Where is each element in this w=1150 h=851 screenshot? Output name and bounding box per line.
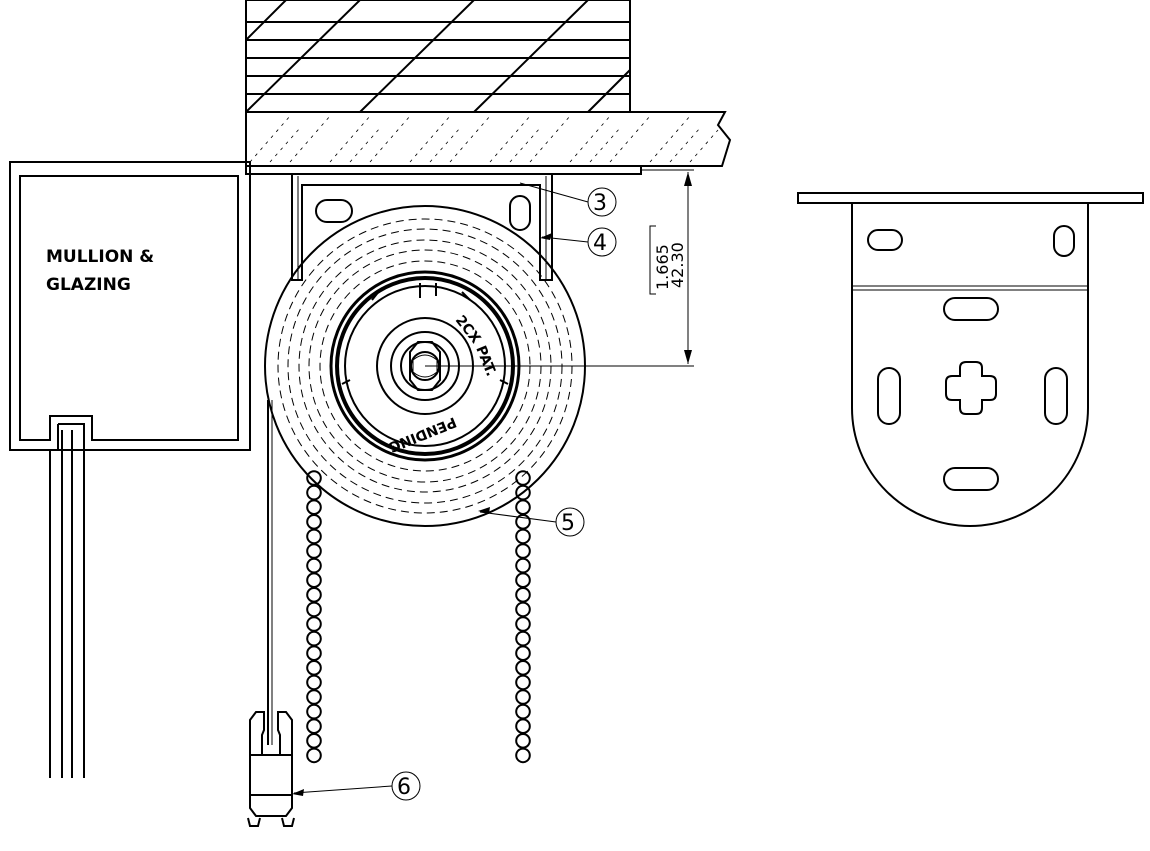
front-view-bracket — [797, 192, 1144, 527]
chain-bead — [515, 587, 531, 603]
mullion-frame — [9, 161, 251, 778]
chain-bead — [306, 674, 322, 691]
chain-bead — [515, 543, 531, 559]
lintel-brick-section — [245, 0, 631, 113]
chain-bead — [515, 718, 531, 735]
chain-bead — [306, 557, 322, 574]
chain-bead — [306, 718, 322, 735]
chain-bead — [306, 689, 322, 705]
chain-bead — [515, 689, 531, 705]
chain-bead — [515, 630, 531, 647]
callout-6: 6 — [292, 771, 421, 801]
side-bracket — [291, 174, 553, 281]
ceiling-plate — [245, 165, 642, 175]
chain-bead — [515, 747, 531, 764]
chain-bead — [306, 514, 322, 530]
chain-bead — [306, 630, 322, 647]
callout-4-number: 4 — [593, 231, 607, 256]
chain-bead — [306, 572, 322, 589]
callout-5-number: 5 — [561, 511, 575, 536]
chain-bead — [306, 660, 322, 676]
chain-bead — [515, 514, 531, 530]
chain-bead — [306, 733, 322, 749]
chain-bead — [515, 557, 531, 574]
roll-text-patent-a: PAT. — [472, 344, 499, 379]
chain-bead — [515, 601, 531, 618]
chain-bead — [306, 616, 322, 632]
callout-3-number: 3 — [593, 191, 607, 216]
chain-bead — [306, 645, 322, 662]
chain-bead — [515, 703, 531, 720]
chain-bead — [515, 616, 531, 632]
chain-bead — [306, 484, 322, 501]
chain-bead — [515, 660, 531, 676]
callout-5: 5 — [478, 507, 585, 537]
roll-text-patent-b: PENDING — [386, 413, 458, 455]
height-dimension — [641, 169, 694, 364]
chain-bead — [306, 703, 322, 720]
callout-3: 3 — [519, 182, 617, 217]
chain-bead — [306, 543, 322, 559]
chain-bead — [515, 499, 531, 516]
chain-bead — [306, 747, 322, 764]
callout-6-number: 6 — [397, 775, 411, 800]
chain-bead — [515, 528, 531, 545]
chain-bead — [306, 528, 322, 545]
chain-bead — [306, 470, 322, 486]
chain-bead — [306, 499, 322, 516]
bottom-rail — [247, 711, 295, 827]
dimension-metric: 42.30 — [668, 242, 687, 288]
chain-bead — [306, 587, 322, 603]
fabric-drop — [267, 400, 273, 745]
chain-bead — [515, 645, 531, 662]
dimension-imperial: 1.665 — [653, 244, 672, 290]
mullion-label-line-2: GLAZING — [46, 275, 131, 295]
ceiling-slab — [245, 111, 732, 167]
chain-bead — [515, 470, 531, 486]
chain-bead — [306, 601, 322, 618]
chain-bead — [515, 572, 531, 589]
mullion-label-line-1: MULLION & — [46, 247, 154, 267]
callout-4: 4 — [540, 227, 617, 257]
bead-chain-left — [306, 470, 322, 764]
chain-bead — [515, 733, 531, 749]
chain-bead — [515, 674, 531, 691]
bead-chain-right — [515, 470, 531, 764]
